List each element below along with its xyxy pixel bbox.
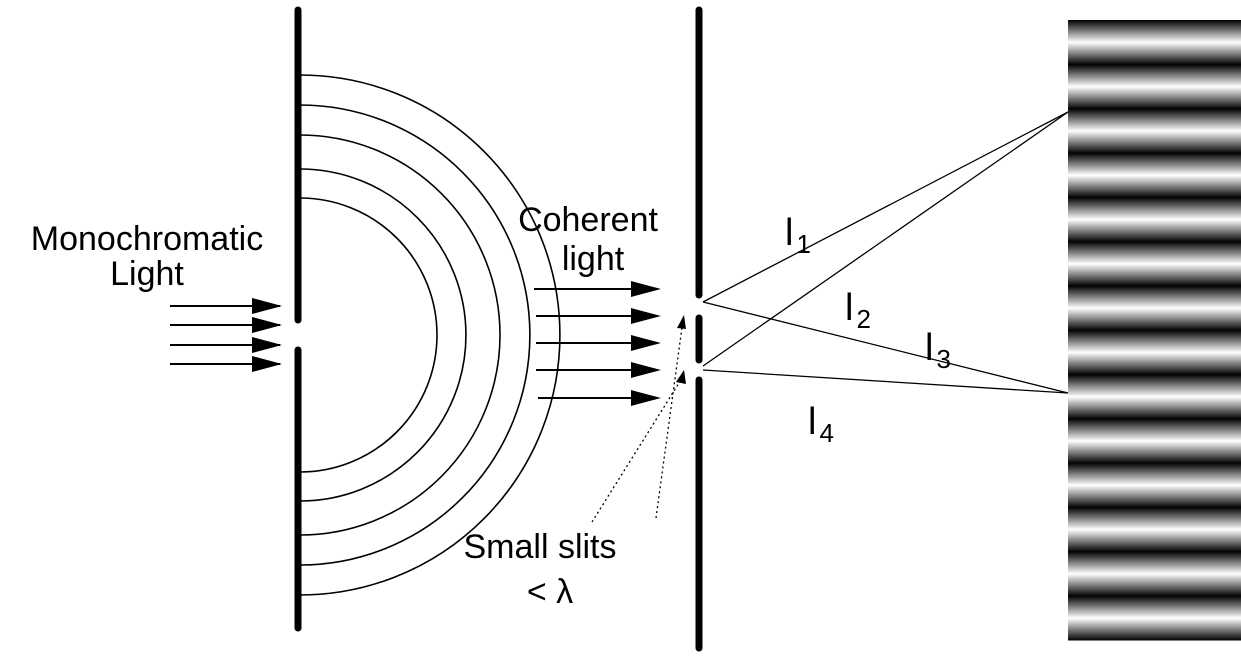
coherent-light-arrows xyxy=(534,281,661,406)
wavefront-arc xyxy=(299,134,501,536)
path-label-subscript: 3 xyxy=(936,344,950,374)
svg-text:l4: l4 xyxy=(808,401,834,448)
fringe-band xyxy=(1068,330,1241,375)
coherent-arrowhead xyxy=(631,390,661,406)
coherent-arrowhead xyxy=(631,362,661,378)
wavefront-arc xyxy=(299,104,531,566)
fringe-band xyxy=(1068,507,1241,552)
path-line-l3 xyxy=(702,301,1069,394)
wavefront-arc xyxy=(299,197,438,473)
slit-pointer-head xyxy=(677,315,686,329)
path-label-subscript: 1 xyxy=(796,229,810,259)
path-line-l1 xyxy=(702,111,1069,303)
coherent-arrowhead xyxy=(631,335,661,351)
incoming-arrowhead xyxy=(252,356,282,372)
path-label-letter: l xyxy=(845,287,853,329)
path-label-subscript: 4 xyxy=(819,418,833,448)
fringe-band xyxy=(1068,462,1241,508)
wavefront-arc xyxy=(299,74,561,596)
fringe-band xyxy=(1068,241,1241,287)
path-label-subscript: 2 xyxy=(856,304,870,334)
source-label-line1: Monochromatic xyxy=(31,220,263,258)
incoming-arrowhead xyxy=(252,337,282,353)
fringe-band xyxy=(1068,197,1241,242)
coherent-arrowhead xyxy=(631,308,661,324)
path-line-l4 xyxy=(702,369,1069,394)
path-label-letter: l xyxy=(808,401,816,443)
path-line-l2 xyxy=(702,111,1069,367)
fringe-band xyxy=(1068,374,1241,420)
fringe-band xyxy=(1068,551,1241,597)
path-lines xyxy=(702,111,1069,394)
slits-label-line1: Small slits xyxy=(463,528,616,566)
fringe-band xyxy=(1068,595,1241,641)
path-label-letter: l xyxy=(925,327,933,369)
incoming-arrowhead xyxy=(252,298,282,314)
fringe-band xyxy=(1068,418,1241,464)
interference-screen xyxy=(1068,20,1241,641)
source-label-line2: Light xyxy=(110,255,184,293)
incoming-arrowhead xyxy=(252,317,282,333)
slits-label-line2: < λ xyxy=(527,573,573,611)
slit-pointer-head xyxy=(676,370,686,384)
slit-pointer xyxy=(591,374,685,523)
coherent-label-line2: light xyxy=(562,240,625,278)
wavefronts xyxy=(299,74,561,596)
svg-text:l2: l2 xyxy=(845,287,871,334)
fringe-band xyxy=(1068,64,1241,110)
incoming-light-arrows xyxy=(170,298,282,372)
fringe-band xyxy=(1068,285,1241,331)
wavefront-arc xyxy=(299,168,467,502)
slit-pointer xyxy=(655,319,684,519)
fringe-band xyxy=(1068,152,1241,198)
svg-text:l1: l1 xyxy=(785,212,811,259)
svg-text:l3: l3 xyxy=(925,327,951,374)
fringe-band xyxy=(1068,20,1241,65)
coherent-label-line1: Coherent xyxy=(518,201,658,239)
fringe-band xyxy=(1068,108,1241,154)
slit-pointers xyxy=(591,315,686,523)
coherent-arrowhead xyxy=(631,281,661,297)
path-label-letter: l xyxy=(785,212,793,254)
